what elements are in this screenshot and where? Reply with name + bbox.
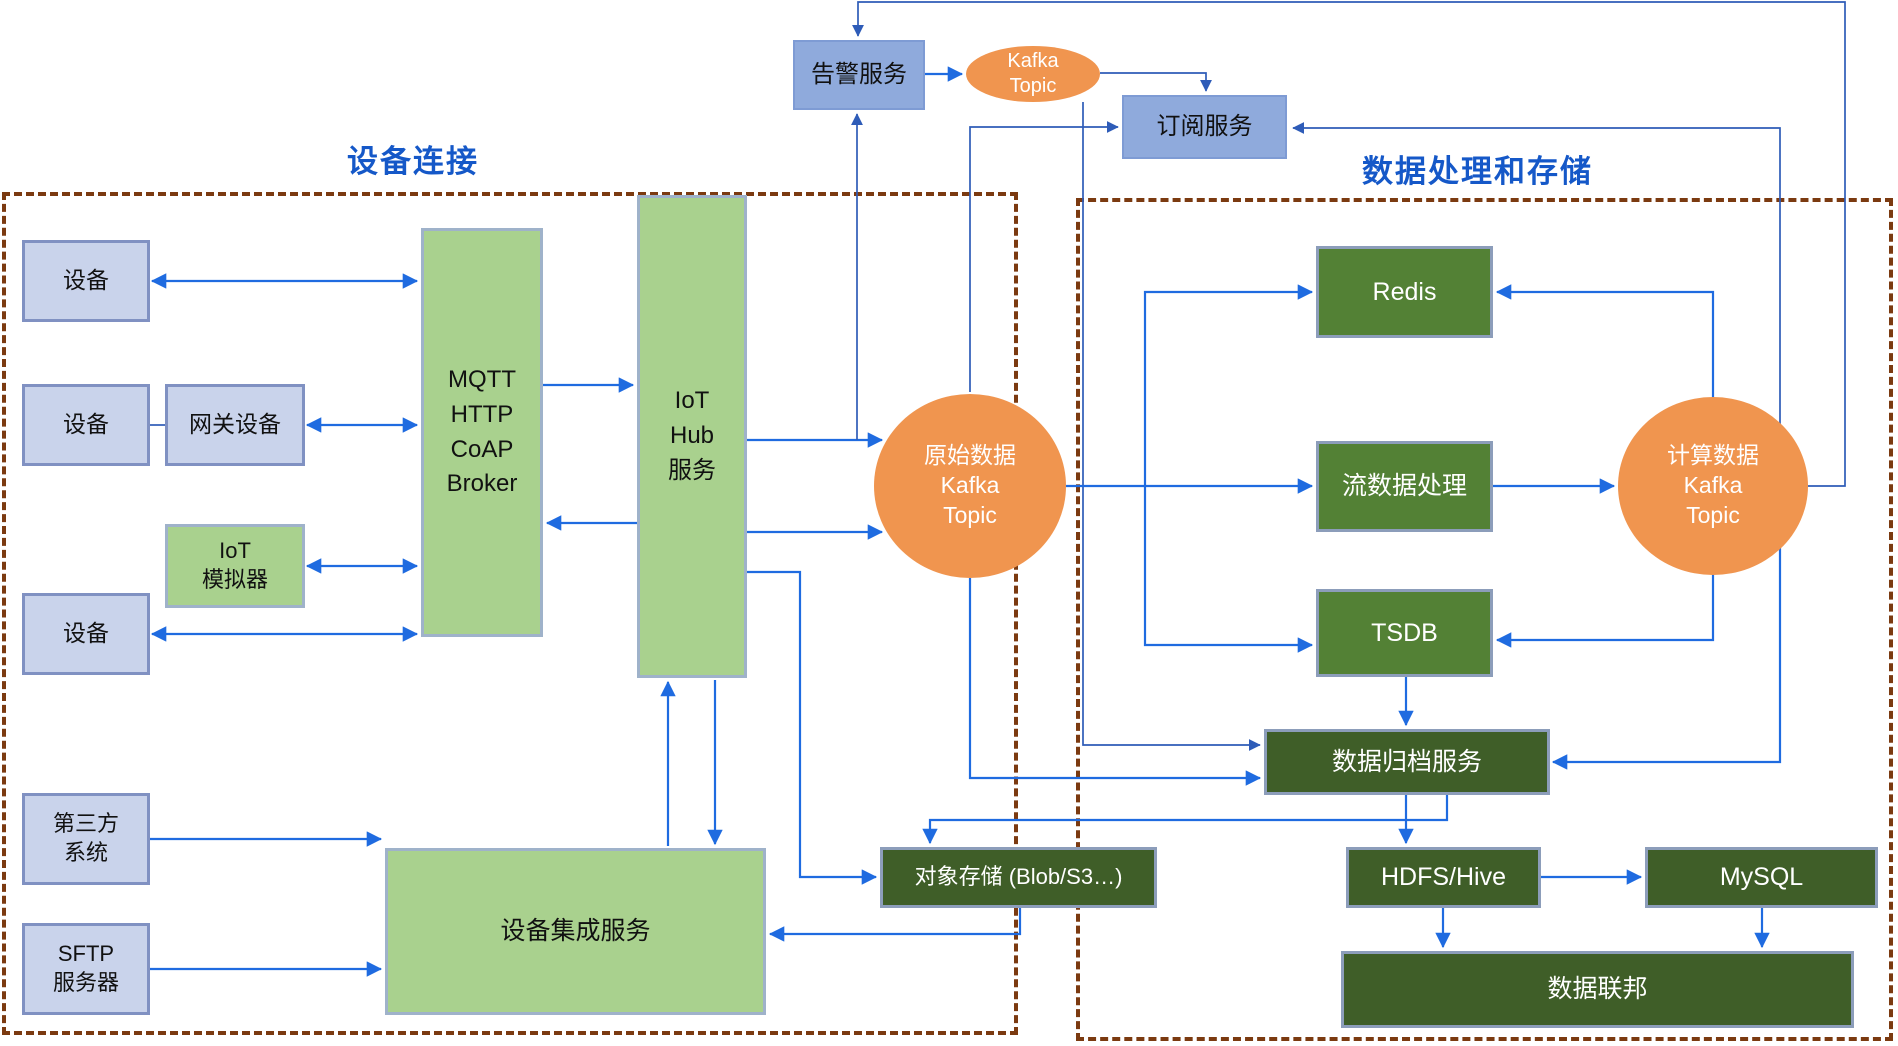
- node-sftp-server: SFTP 服务器: [22, 923, 150, 1015]
- node-mysql: MySQL: [1645, 847, 1878, 908]
- edge-rawtopic-tsdb: [1143, 486, 1314, 653]
- edge-objectstorage-integration: [768, 908, 1022, 942]
- region-device-connect-border: [2, 192, 1018, 1035]
- node-alert-kafka-topic: Kafka Topic: [966, 46, 1100, 102]
- edge-alerttopic-archive: [1082, 102, 1261, 751]
- edge-iothub-objectstorage: [747, 570, 878, 885]
- node-iot-hub-service: IoT Hub 服务: [637, 195, 747, 678]
- node-data-federation: 数据联邦: [1341, 951, 1854, 1028]
- node-data-archive-service: 数据归档服务: [1264, 729, 1550, 795]
- edge-calctopic-alert: [852, 1, 1846, 487]
- edge-rawtopic-subscribe: [969, 121, 1119, 392]
- region-data-process-border: [1076, 198, 1893, 1041]
- node-object-storage: 对象存储 (Blob/S3…): [880, 847, 1157, 908]
- node-gateway-device: 网关设备: [165, 384, 305, 466]
- node-device-1: 设备: [22, 240, 150, 322]
- node-device-integration-service: 设备集成服务: [385, 848, 766, 1015]
- edge-rawtopic-archive: [968, 578, 1262, 786]
- node-subscribe-service: 订阅服务: [1122, 95, 1287, 159]
- node-redis: Redis: [1316, 246, 1493, 338]
- node-mqtt-broker: MQTT HTTP CoAP Broker: [421, 228, 543, 637]
- region-title-data-process: 数据处理和存储: [1362, 154, 1593, 189]
- region-title-device-connect: 设备连接: [347, 144, 479, 179]
- node-third-party-system: 第三方 系统: [22, 793, 150, 885]
- node-computed-data-kafka-topic: 计算数据 Kafka Topic: [1618, 397, 1808, 575]
- edge-alerttopic-subscribe: [1100, 72, 1212, 92]
- node-hdfs-hive: HDFS/Hive: [1346, 847, 1541, 908]
- edge-archive-objectstorage: [922, 795, 1449, 845]
- edge-calctopic-tsdb: [1495, 574, 1715, 648]
- edge-calctopic-redis: [1495, 284, 1715, 398]
- edge-calctopic-subscribe: [1292, 122, 1781, 450]
- node-alert-service: 告警服务: [793, 40, 925, 110]
- node-device-3: 设备: [22, 593, 150, 675]
- node-raw-data-kafka-topic: 原始数据 Kafka Topic: [874, 394, 1066, 578]
- edge-calctopic-archive: [1551, 486, 1782, 770]
- node-device-2: 设备: [22, 384, 150, 466]
- edge-rawtopic-redis: [1143, 284, 1314, 486]
- node-iot-simulator: IoT 模拟器: [165, 524, 305, 608]
- node-tsdb: TSDB: [1316, 589, 1493, 677]
- node-stream-processing: 流数据处理: [1316, 441, 1493, 532]
